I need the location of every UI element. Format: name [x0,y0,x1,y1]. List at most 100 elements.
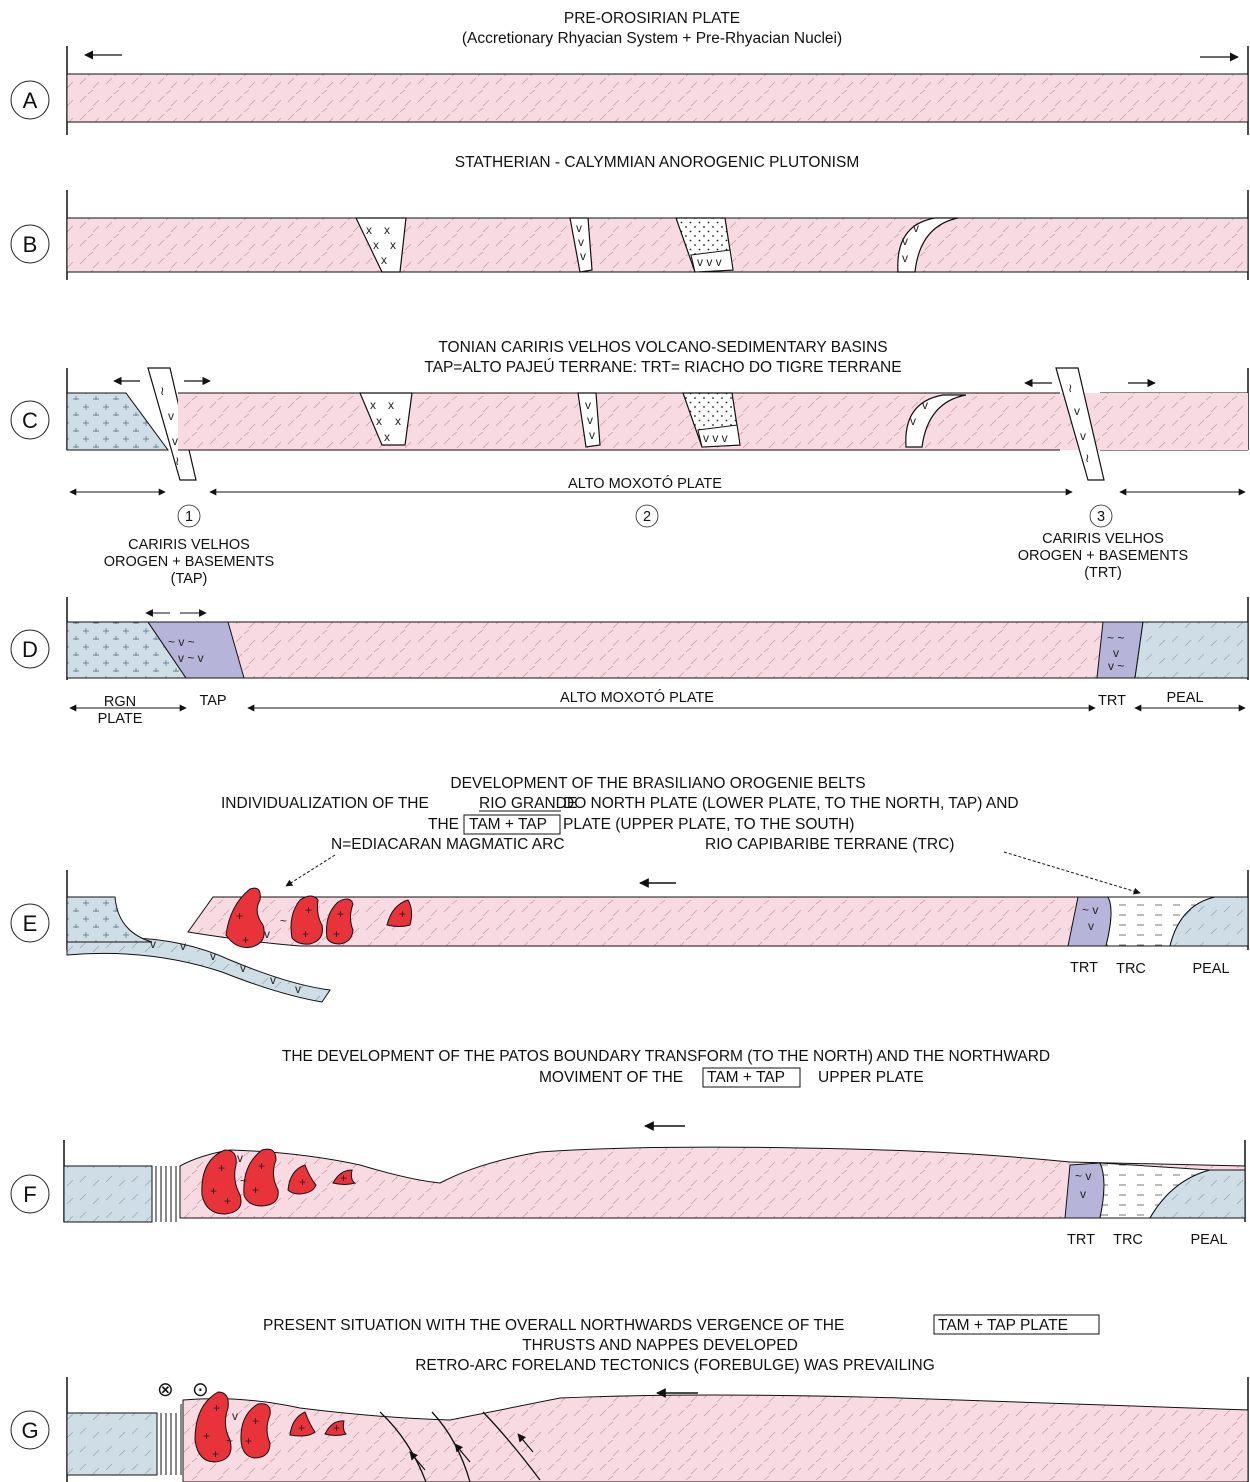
panel-e-trt: TRT [1070,960,1098,976]
svg-text:v: v [913,221,919,235]
panel-c-title-2: TAP=ALTO PAJEÚ TERRANE: TRT= RIACHO DO T… [424,359,901,376]
panel-d-rgn-2: PLATE [98,711,143,727]
svg-text:+: + [212,1447,219,1461]
panel-a-label: A [23,88,38,113]
panel-b: STATHERIAN - CALYMMIAN ANOROGENIC PLUTON… [10,154,1249,280]
arc-pluton-g1 [194,1391,232,1463]
panel-e-peal: PEAL [1192,961,1229,977]
panel-c-left-note-2: OROGEN + BASEMENTS [104,554,274,570]
svg-text:≀: ≀ [160,384,165,398]
subducting-slab [66,937,331,1003]
arc-pluton-f3 [287,1164,317,1195]
svg-text:v: v [150,937,156,951]
svg-text:v: v [237,1151,243,1165]
panel-e-title-3b: TAM + TAP [469,816,547,833]
thrust-fault-3 [482,1411,541,1481]
svg-text:x: x [376,414,382,428]
svg-text:v: v [585,398,591,412]
svg-text:+: + [245,1434,252,1448]
panel-c: TONIAN CARIRIS VELHOS VOLCANO-SEDIMENTAR… [10,339,1249,587]
svg-text:v: v [270,973,276,987]
panel-e-title-2a: INDIVIDUALIZATION OF THE [221,795,429,812]
panel-e-label: E [23,911,38,936]
panel-f-title-2b: TAM + TAP [707,1069,785,1086]
svg-text:+: + [258,1159,265,1173]
into-page-symbol: ⊗ [157,1379,174,1401]
svg-text:+: + [333,927,340,941]
svg-text:+: + [399,907,406,921]
panel-g-label: G [21,1418,38,1443]
panel-b-label: B [23,232,38,257]
arc-pluton-f2 [243,1148,279,1207]
svg-text:+: + [305,903,312,917]
curved-volcanic-intrusion [897,217,959,273]
arc-pluton-4 [386,899,413,927]
svg-text:v: v [910,414,916,428]
panel-f-trt: TRT [1067,1232,1095,1248]
panel-f: THE DEVELOPMENT OF THE PATOS BOUNDARY TR… [10,1048,1246,1248]
svg-text:v v v: v v v [703,431,728,445]
svg-text:v: v [295,982,301,996]
arc-pluton-f1 [201,1149,242,1215]
svg-text:+: + [299,1175,306,1189]
panel-f-trc: TRC [1113,1232,1143,1248]
panel-d-trt: TRT [1098,693,1126,709]
svg-text:v: v [1113,646,1119,660]
svg-text:~: ~ [226,1434,233,1448]
svg-text:v: v [1088,919,1094,933]
panel-d-plate-label: ALTO MOXOTÓ PLATE [560,689,714,706]
svg-text:+: + [302,927,309,941]
peal-terrane-e [1169,896,1249,947]
svg-text:+: + [203,1429,210,1443]
panel-g-title-1b: TAM + TAP PLATE [938,1317,1068,1334]
svg-text:x: x [384,430,390,444]
svg-text:v: v [264,927,270,941]
panel-f-title-2c: UPPER PLATE [818,1069,924,1086]
svg-text:+: + [213,1401,220,1415]
svg-text:v: v [180,939,186,953]
svg-text:v: v [172,434,178,448]
arc-pluton-3 [326,898,354,945]
svg-text:v v v: v v v [697,255,722,269]
panel-c-title-1: TONIAN CARIRIS VELHOS VOLCANO-SEDIMENTAR… [438,339,887,356]
rgn-plate-f [63,1165,153,1223]
panel-g-title-2: THRUSTS AND NAPPES DEVELOPED [522,1337,798,1354]
arc-pluton-2 [290,895,323,945]
panel-c-num-1: 1 [185,509,193,525]
svg-text:v: v [589,428,595,442]
panel-f-title-2a: MOVIMENT OF THE [539,1069,683,1086]
panel-f-peal: PEAL [1190,1232,1227,1248]
panel-f-label: F [23,1182,36,1207]
svg-text:v: v [587,413,593,427]
svg-text:x: x [373,238,379,252]
svg-text:+: + [252,1183,259,1197]
svg-text:v: v [240,961,246,975]
plate-b [66,217,1249,273]
panel-e-arc-note: N=EDIACARAN MAGMATIC ARC [331,836,565,853]
svg-text:v ~: v ~ [1108,659,1124,673]
svg-text:~ v: ~ v [1082,903,1098,917]
svg-text:+: + [236,909,243,923]
panel-b-title: STATHERIAN - CALYMMIAN ANOROGENIC PLUTON… [455,154,859,171]
svg-text:x: x [390,238,396,252]
svg-text:v: v [580,249,586,263]
svg-text:x: x [388,398,394,412]
tap-terrane [147,621,245,679]
svg-text:v: v [210,949,216,963]
panel-d: D ~ v ~v ~ v ~ ~vv ~ RGN PLATE TAP ALTO … [10,597,1249,727]
pre-orosirian-plate [66,73,1249,123]
panel-e-title-2c: DO NORTH PLATE (LOWER PLATE, TO THE NORT… [563,795,1019,812]
svg-text:v: v [1080,429,1086,443]
peal-terrane-f [1149,1169,1246,1219]
svg-text:~ v ~: ~ v ~ [168,635,195,649]
panel-c-num-2: 2 [643,509,651,525]
svg-text:v: v [902,234,908,248]
svg-text:v: v [922,398,928,412]
arc-pluton-g4 [324,1420,347,1436]
panel-a-title-1: PRE-OROSIRIAN PLATE [564,10,740,27]
svg-text:x: x [381,253,387,267]
svg-text:+: + [252,1414,259,1428]
svg-text:v ~ v: v ~ v [178,651,204,665]
out-of-page-symbol: ⊙ [192,1379,209,1401]
svg-text:v: v [232,1409,238,1423]
